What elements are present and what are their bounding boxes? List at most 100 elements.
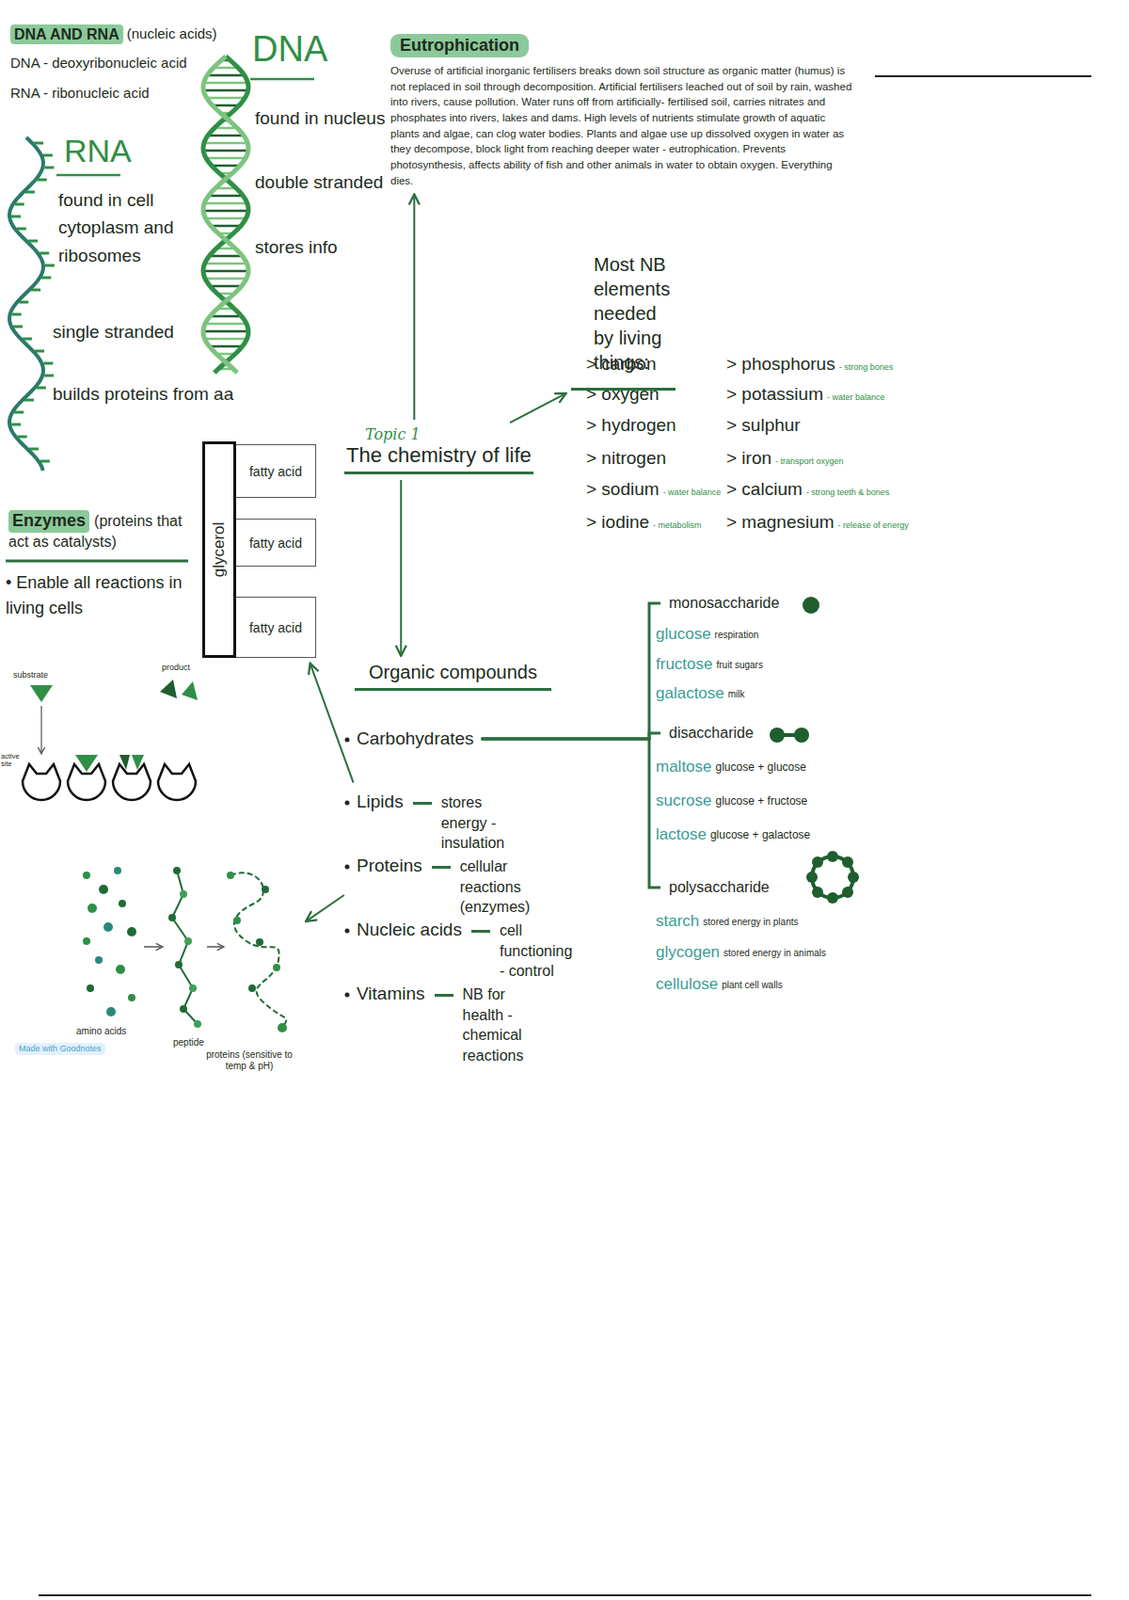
note-text: DNA AND RNA bbox=[10, 24, 124, 45]
note-text: > iron bbox=[726, 447, 772, 470]
dna-rung bbox=[208, 345, 242, 349]
connector bbox=[305, 894, 345, 922]
node-text: stores energy - insulation bbox=[441, 792, 506, 854]
note-text: > sulphur bbox=[726, 414, 801, 437]
rna-base bbox=[43, 362, 53, 366]
dna-rung bbox=[204, 202, 248, 206]
note-text: > magnesium bbox=[726, 511, 835, 534]
note-text: glucose bbox=[655, 624, 712, 644]
node-title: Eutrophication bbox=[390, 33, 529, 58]
list-item: Nucleic acidscell functioning - control bbox=[356, 919, 573, 982]
note-text: > calcium bbox=[726, 478, 803, 501]
note-text: respiration bbox=[715, 629, 760, 641]
note-text: Enzymes bbox=[8, 509, 90, 533]
dna-rung bbox=[209, 315, 242, 319]
dna-rung bbox=[203, 270, 249, 273]
note-text: • Enable all reactions in living cells bbox=[5, 570, 194, 621]
note-text: glycogen bbox=[655, 942, 720, 962]
list-item: Lipids stores energy - insulation bbox=[356, 791, 505, 854]
node-title: amino acids bbox=[76, 1025, 127, 1037]
dna-rung bbox=[211, 164, 240, 168]
dna-rung bbox=[203, 89, 248, 93]
dna-rung bbox=[205, 277, 247, 281]
connector bbox=[399, 479, 402, 656]
node-title: fatty acid bbox=[249, 620, 303, 636]
connector bbox=[310, 663, 354, 783]
note-text: found in nucleus bbox=[254, 108, 385, 130]
note-text: > oxygen bbox=[586, 383, 660, 406]
rna-base bbox=[33, 142, 44, 145]
rna-base bbox=[34, 349, 45, 353]
dash-line bbox=[431, 865, 451, 869]
note-text: - transport oxygen bbox=[775, 456, 844, 467]
note-text: fructose bbox=[655, 654, 713, 674]
rna-base bbox=[40, 460, 50, 463]
note-text: fruit sugars bbox=[715, 659, 763, 671]
node-title: glycerol bbox=[209, 522, 229, 578]
note-text: - strong teeth & bones bbox=[806, 487, 891, 498]
rna-backbone bbox=[9, 137, 44, 471]
rna-base bbox=[45, 264, 55, 268]
connector bbox=[413, 193, 415, 420]
dna-strand bbox=[203, 56, 249, 373]
rna-base bbox=[31, 288, 41, 292]
rna-base bbox=[39, 252, 49, 255]
dna-rung bbox=[205, 217, 246, 221]
rna-base bbox=[37, 178, 48, 182]
polysaccharide-icon bbox=[806, 850, 859, 904]
note-text: cellulose bbox=[655, 974, 718, 994]
rna-base bbox=[28, 239, 38, 243]
note-text: plant cell walls bbox=[721, 979, 782, 991]
dash-line bbox=[413, 801, 432, 805]
dna-rung bbox=[204, 142, 248, 145]
dna-rung bbox=[208, 194, 244, 198]
node-title: fatty acid bbox=[249, 463, 303, 479]
note-text: glucose + glucose bbox=[715, 760, 807, 774]
note-text: stores info bbox=[254, 237, 338, 259]
dna-rung bbox=[209, 285, 242, 288]
note-text: > iodine bbox=[586, 511, 650, 534]
dash-line bbox=[434, 993, 454, 997]
note-text: > sodium bbox=[586, 478, 660, 501]
note-text: active site bbox=[0, 752, 22, 769]
rna-base bbox=[17, 435, 28, 439]
note-text: > phosphorus bbox=[726, 353, 836, 376]
note-text: found in cell cytoplasm and ribosomes bbox=[58, 186, 191, 270]
list-item: Proteinscellular reactions (enzymes) bbox=[356, 855, 530, 918]
rna-base bbox=[44, 374, 54, 378]
rna-base bbox=[11, 215, 21, 219]
node-title: Organic compounds bbox=[368, 661, 538, 684]
dna-rung bbox=[208, 254, 242, 258]
note-text: - strong bones bbox=[839, 362, 894, 373]
rna-base bbox=[36, 386, 47, 390]
node-text: proteins (sensitive to temp & pH) bbox=[197, 1049, 302, 1071]
list-item: Carbohydrates bbox=[356, 728, 475, 749]
list-item: VitaminsNB for health - chemical reactio… bbox=[356, 983, 524, 1066]
dna-rung bbox=[205, 322, 247, 326]
note-text: Made with Goodnotes bbox=[15, 1042, 106, 1055]
rna-base bbox=[22, 337, 32, 341]
node-text: cell functioning - control bbox=[499, 920, 573, 982]
node-text: Overuse of artificial inorganic fertilis… bbox=[390, 63, 857, 189]
rna-base bbox=[29, 447, 39, 451]
node-title: Lipids bbox=[356, 791, 404, 812]
note-text: stored energy in plants bbox=[702, 916, 798, 928]
connector bbox=[481, 738, 661, 888]
disaccharide-icon bbox=[769, 727, 810, 743]
rule-line bbox=[38, 1593, 1092, 1596]
dna-rung bbox=[203, 209, 249, 213]
note-text: > hydrogen bbox=[586, 414, 677, 437]
rna-base bbox=[15, 203, 25, 207]
dna-rung bbox=[206, 96, 246, 100]
note-text: double stranded bbox=[254, 172, 383, 194]
node-text: cellular reactions (enzymes) bbox=[460, 856, 531, 918]
fatty-acid-box: fatty acid bbox=[236, 596, 317, 658]
note-text: - metabolism bbox=[652, 520, 702, 531]
rna-strand bbox=[9, 137, 55, 471]
note-text: single stranded bbox=[52, 321, 175, 344]
dna-rung bbox=[207, 134, 244, 138]
note-text: builds proteins from aa bbox=[52, 383, 234, 406]
rna-base bbox=[18, 301, 29, 304]
dna-rung bbox=[206, 74, 245, 78]
